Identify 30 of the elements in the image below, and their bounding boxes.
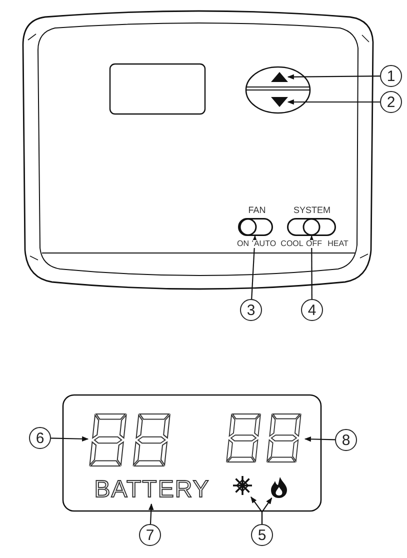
leader-line (261, 497, 272, 524)
up-arrow-button (271, 72, 288, 82)
switch-label: SYSTEM (292, 206, 332, 215)
leader-line (287, 74, 380, 80)
switch-label: HEAT (326, 240, 350, 248)
callout-number: 2 (380, 91, 402, 113)
snowflake-icon (232, 474, 253, 497)
leader-line (309, 235, 314, 299)
switch-label: FAN (247, 206, 267, 215)
switch-label: ON (236, 240, 250, 248)
flame-icon (270, 477, 288, 498)
callout-number: 6 (29, 427, 51, 449)
switch-label: OFF (305, 240, 323, 248)
leader-line (251, 235, 258, 300)
callout-number: 7 (139, 524, 161, 546)
switch-label: AUTO (252, 240, 278, 248)
leader-line (148, 503, 154, 524)
slide-switch (238, 218, 273, 236)
leader-line (50, 436, 89, 442)
callout-number: 3 (240, 299, 262, 321)
callout-number: 4 (301, 299, 323, 321)
leader-line (287, 99, 380, 105)
callout-number: 8 (335, 429, 357, 451)
slide-switch (287, 218, 336, 236)
switch-label: COOL (280, 240, 304, 248)
callout-number: 5 (251, 524, 273, 546)
battery-indicator: BATTERY (92, 476, 212, 504)
leader-line (304, 436, 336, 442)
down-arrow-button (271, 97, 288, 107)
callout-number: 1 (380, 65, 402, 87)
